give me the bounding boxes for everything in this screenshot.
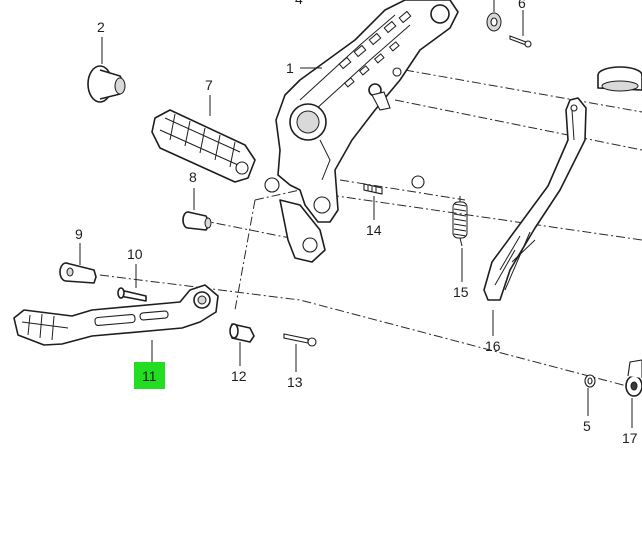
callout-labels: 1 2 4 5 6 7 8 9 10 11 12 13 14 15 16 17 xyxy=(75,0,638,446)
callout-16[interactable]: 16 xyxy=(485,338,501,354)
bolt-part-10[interactable] xyxy=(117,287,147,302)
callout-1[interactable]: 1 xyxy=(286,60,294,76)
callout-11[interactable]: 11 xyxy=(142,368,157,384)
callout-11-highlight xyxy=(134,362,165,389)
main-bracket-part-1[interactable] xyxy=(264,0,459,263)
heel-guard-part-16[interactable] xyxy=(483,97,587,301)
pin-part-8[interactable] xyxy=(182,211,212,231)
brake-pedal-part-11[interactable] xyxy=(13,284,219,346)
end-fitting-part-17[interactable] xyxy=(625,359,642,397)
callout-13[interactable]: 13 xyxy=(287,374,303,390)
footpeg-part-7[interactable] xyxy=(151,109,256,183)
callout-15[interactable]: 15 xyxy=(453,284,469,300)
washer-part-4[interactable] xyxy=(486,12,502,32)
callout-6[interactable]: 6 xyxy=(518,0,526,11)
callout-7[interactable]: 7 xyxy=(205,77,213,93)
callout-9[interactable]: 9 xyxy=(75,226,83,242)
bushing-part-2[interactable] xyxy=(87,65,126,103)
callout-8[interactable]: 8 xyxy=(189,169,197,185)
assembly-lines xyxy=(99,69,642,391)
fitting-part-14[interactable] xyxy=(363,183,383,195)
callout-17[interactable]: 17 xyxy=(622,430,638,446)
clevis-pin-part-13[interactable] xyxy=(283,333,317,347)
callout-14[interactable]: 14 xyxy=(366,222,382,238)
screw-part-6[interactable] xyxy=(509,35,532,48)
callout-5[interactable]: 5 xyxy=(583,418,591,434)
callout-2[interactable]: 2 xyxy=(97,19,105,35)
callout-12[interactable]: 12 xyxy=(231,368,247,384)
washer-part-5[interactable] xyxy=(584,374,596,388)
partial-cylinder-top-right xyxy=(597,66,642,92)
return-spring-part-15[interactable] xyxy=(411,175,468,247)
leader-lines xyxy=(79,0,633,428)
callout-10[interactable]: 10 xyxy=(127,246,143,262)
spacer-part-12[interactable] xyxy=(229,323,255,343)
callout-4[interactable]: 4 xyxy=(295,0,303,7)
pivot-bolt-part-9[interactable] xyxy=(59,262,97,284)
